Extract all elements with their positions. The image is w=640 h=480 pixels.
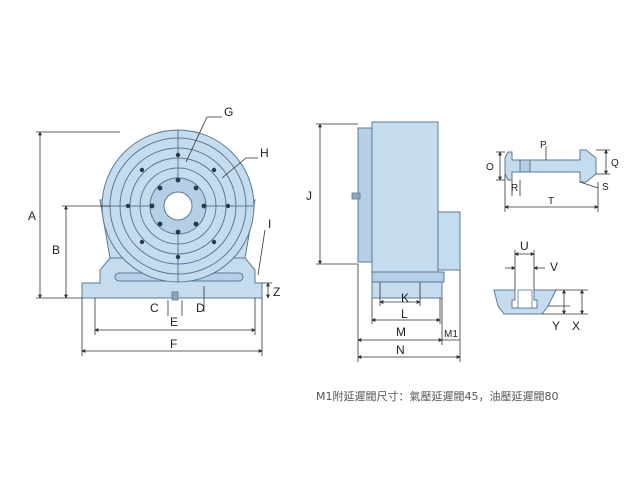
label-M: M [396,325,406,339]
label-K: K [401,291,409,305]
label-A: A [28,209,36,223]
tslot-profile [493,289,557,315]
label-L: L [401,307,408,321]
label-D: D [196,301,205,315]
label-P: P [540,140,547,151]
label-E: E [170,315,178,329]
center-bore [163,191,193,221]
label-T: T [548,196,554,207]
valve-note: M1附延遲閥尺寸：氣壓延遲閥45，油壓延遲閥80 [316,390,559,403]
label-R: R [511,183,518,194]
side-view [351,121,461,299]
label-J: J [306,189,312,203]
label-F: F [170,337,177,351]
label-G: G [224,105,233,119]
label-O: O [486,162,494,173]
side-motor-housing [437,211,461,271]
tslot-detail [493,289,557,315]
side-base [371,281,443,299]
label-Y: Y [552,319,560,333]
side-dimensions: J K L M M1 N [306,123,461,362]
shaft-body [504,149,597,183]
side-base-step [371,271,445,283]
label-S: S [602,182,609,193]
label-V: V [550,260,558,274]
label-B: B [52,243,60,257]
front-dimensions: A B C D E F G H I Z [28,105,280,356]
bolt-holes [125,152,231,260]
label-I: I [268,217,271,231]
tslot-dimensions: U V Y X [505,239,588,333]
label-H: H [260,146,269,160]
label-Z: Z [273,285,280,299]
label-N: N [396,343,405,357]
label-M1: M1 [444,329,458,340]
label-U: U [520,239,529,253]
front-view [81,129,263,301]
label-X: X [572,319,580,333]
label-C: C [150,301,159,315]
label-Q: Q [611,158,619,169]
shaft-dimensions: O P Q R S T [486,140,619,212]
side-body [371,121,439,273]
shaft-detail [504,149,597,183]
